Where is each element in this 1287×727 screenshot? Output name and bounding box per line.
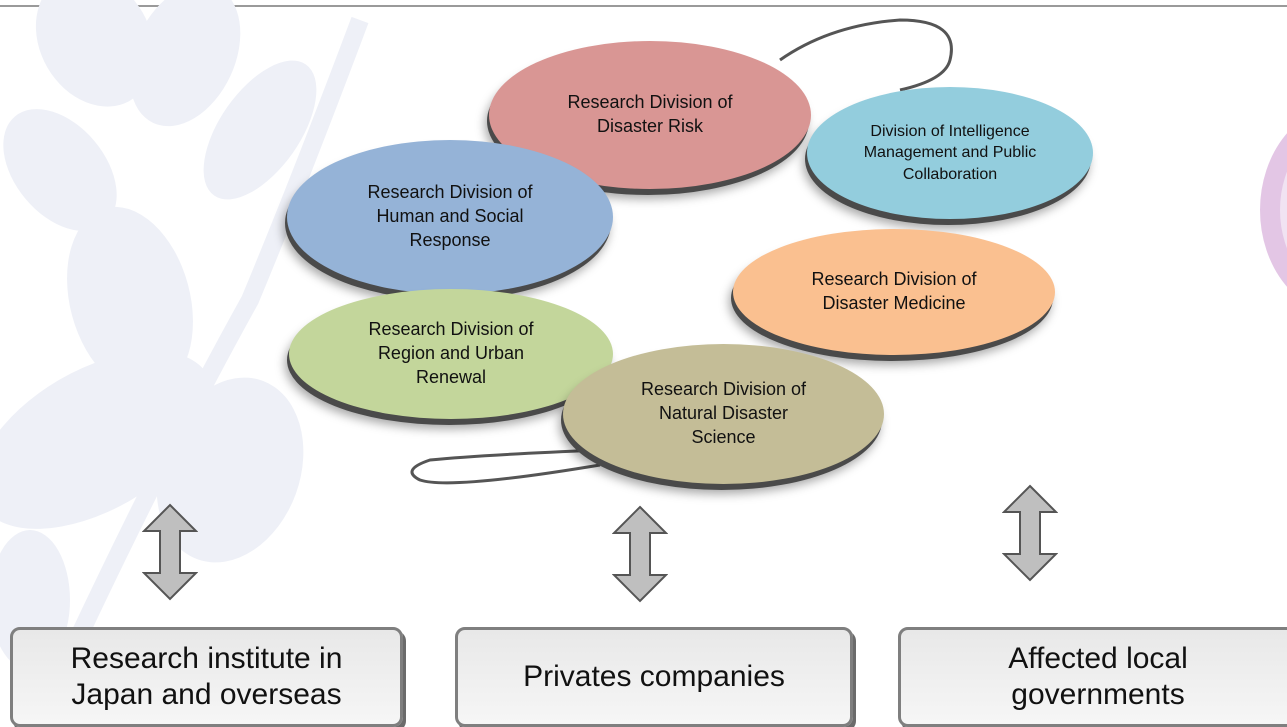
partner-local-governments-box: Affected local governments xyxy=(898,627,1287,727)
partner-local-governments-label: Affected local governments xyxy=(1008,642,1188,711)
division-disaster-medicine-label: Research Division of Disaster Medicine xyxy=(811,269,977,313)
division-intelligence-management: Division of Intelligence Management and … xyxy=(807,87,1093,219)
double-headed-vertical-arrow-icon xyxy=(612,505,668,603)
partner-research-institute-box: Research institute in Japan and overseas xyxy=(10,627,403,727)
division-region-urban-renewal: Research Division of Region and Urban Re… xyxy=(289,289,613,419)
division-human-social-response: Research Division of Human and Social Re… xyxy=(287,140,613,294)
division-disaster-medicine: Research Division of Disaster Medicine xyxy=(733,229,1055,355)
double-headed-vertical-arrow-icon xyxy=(142,503,198,601)
division-natural-disaster-science: Research Division of Natural Disaster Sc… xyxy=(563,344,884,484)
division-intelligence-management-label: Division of Intelligence Management and … xyxy=(863,123,1037,183)
partner-private-companies-box: Privates companies xyxy=(455,627,853,727)
division-natural-disaster-science-label: Research Division of Natural Disaster Sc… xyxy=(640,379,807,447)
division-human-social-response-label: Research Division of Human and Social Re… xyxy=(367,182,533,250)
division-disaster-risk-label: Research Division of Disaster Risk xyxy=(567,92,733,136)
top-divider xyxy=(0,5,1287,7)
division-region-urban-renewal-label: Research Division of Region and Urban Re… xyxy=(368,319,534,387)
partner-private-companies-label: Privates companies xyxy=(523,660,785,693)
partner-research-institute-label: Research institute in Japan and overseas xyxy=(70,642,343,711)
double-headed-vertical-arrow-icon xyxy=(1002,484,1058,582)
